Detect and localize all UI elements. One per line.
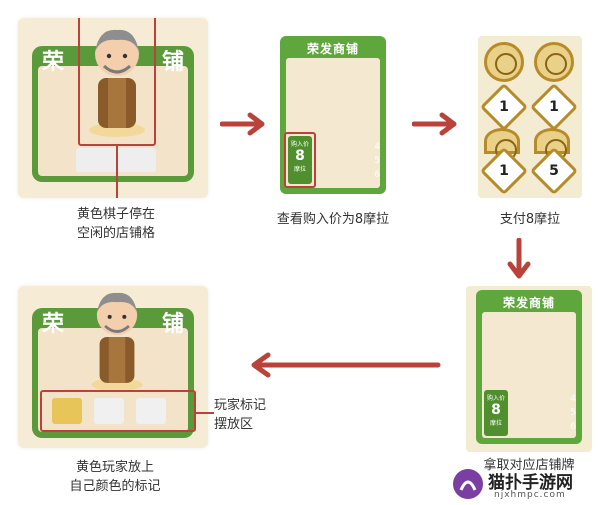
price-label: 购入价 <box>486 395 505 402</box>
shop-card-step4: 荣发商铺 购入价 8 摩拉 4 5 6 <box>476 290 582 444</box>
shop-tile-step5: 荣 铺 <box>18 286 208 448</box>
rent-value: 6 <box>374 170 380 180</box>
price-box: 购入价 8 摩拉 <box>288 136 312 184</box>
coin-value: 1 <box>479 146 529 196</box>
price-value: 8 <box>491 402 501 418</box>
rent-value: 5 <box>570 408 576 418</box>
rent-value: 6 <box>570 422 576 432</box>
mora-coin-icon <box>534 42 574 82</box>
price-label: 购入价 <box>290 141 309 148</box>
tile-banner-right: 铺 <box>161 50 184 75</box>
price-highlight <box>284 132 316 188</box>
arrow-left-icon <box>251 352 441 378</box>
arrow-right-icon <box>412 112 457 136</box>
pointer-line <box>116 146 118 198</box>
rent-value: 4 <box>374 142 380 152</box>
step4-caption: 拿取对应店铺牌 <box>483 458 575 473</box>
step5-side-caption: 玩家标记 摆放区 <box>214 398 267 432</box>
rent-row: 4 5 6 <box>512 394 576 436</box>
piece-highlight <box>78 18 156 146</box>
coin-value: 1 <box>529 82 579 132</box>
price-value: 8 <box>295 148 305 164</box>
rent-row: 4 5 6 <box>316 142 380 184</box>
price-unit: 摩拉 <box>293 166 306 173</box>
card-panel-step4: 荣发商铺 购入价 8 摩拉 4 5 6 <box>466 286 592 452</box>
card-title: 荣发商铺 <box>306 42 359 56</box>
card-title: 荣发商铺 <box>502 296 555 310</box>
marker-area-highlight <box>40 390 196 432</box>
step3-caption: 支付8摩拉 <box>499 212 561 227</box>
shop-tile-step1: 荣 铺 <box>18 18 208 198</box>
rent-value: 4 <box>570 394 576 404</box>
coin-value: 1 <box>479 82 529 132</box>
arrow-right-icon <box>220 112 265 136</box>
price-unit: 摩拉 <box>489 420 502 427</box>
coin-value: 5 <box>529 146 579 196</box>
tile-banner-right: 铺 <box>161 312 184 337</box>
price-box: 购入价 8 摩拉 <box>484 390 508 436</box>
step5-caption: 黄色玩家放上 自己颜色的标记 <box>69 460 161 494</box>
watermark-logo-icon <box>453 469 483 499</box>
shop-card-step2: 荣发商铺 购入价 8 摩拉 4 5 6 <box>280 36 386 194</box>
yellow-player-piece-icon <box>91 292 143 392</box>
yellow-marker-icon <box>52 398 82 424</box>
watermark-name: 猫扑手游网 <box>488 473 573 493</box>
empty-marker-slot <box>136 398 166 424</box>
tile-banner-left: 荣 <box>42 312 65 337</box>
mora-coin-icon <box>484 42 524 82</box>
watermark-url: njxhmpc.com <box>494 490 566 500</box>
watermark: 猫扑手游网 njxhmpc.com <box>452 466 598 504</box>
empty-marker-slot <box>94 398 124 424</box>
rent-value: 5 <box>374 156 380 166</box>
step1-caption: 黄色棋子停在 空闲的店铺格 <box>76 207 155 241</box>
coin-payment: 1 1 1 5 <box>478 36 582 198</box>
step2-caption: 查看购入价为8摩拉 <box>276 212 390 227</box>
tile-banner-left: 荣 <box>42 50 65 75</box>
callout-line <box>196 412 214 414</box>
arrow-down-icon <box>507 238 531 279</box>
yellow-player-piece-icon <box>89 29 145 137</box>
